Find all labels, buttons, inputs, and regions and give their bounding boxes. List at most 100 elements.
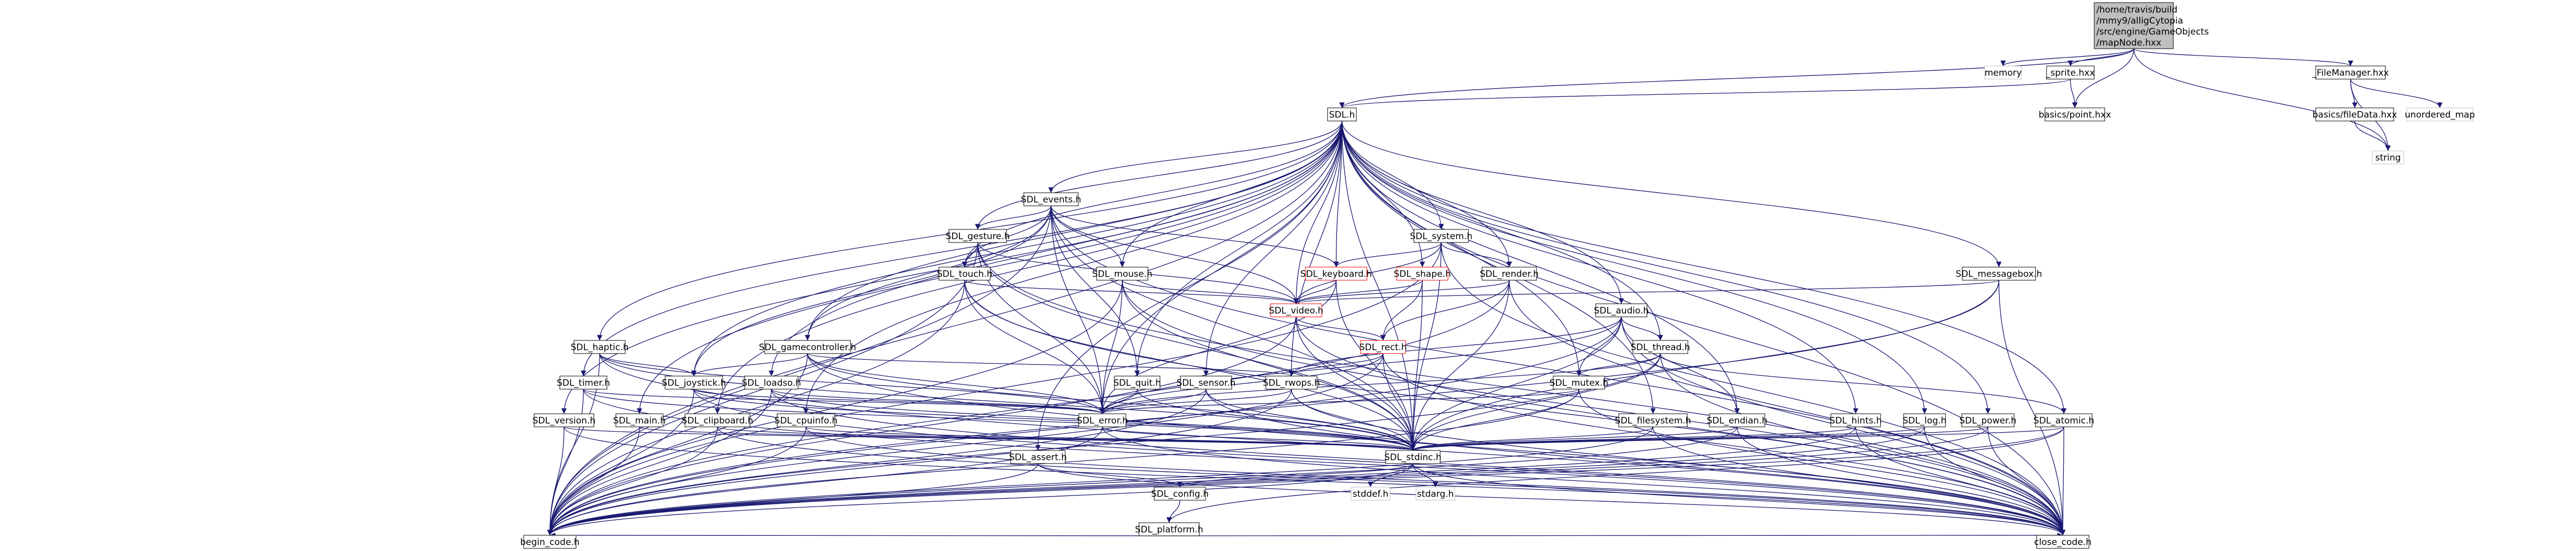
- node-gamecontroller[interactable]: SDL_gamecontroller.h: [759, 340, 856, 354]
- node-atomic[interactable]: SDL_atomic.h: [2033, 413, 2094, 427]
- node-rwops-label: SDL_rwops.h: [1263, 378, 1320, 389]
- node-keyboard[interactable]: SDL_keyboard.h: [1300, 267, 1372, 281]
- edge-assert-to-begin: [547, 463, 1038, 536]
- node-platform[interactable]: SDL_platform.h: [1135, 522, 1203, 536]
- node-system-label: SDL_system.h: [1410, 232, 1473, 242]
- node-cpuinfo[interactable]: SDL_cpuinfo.h: [775, 413, 838, 427]
- edge-endian-to-stdinc: [1410, 426, 1738, 451]
- node-sprite[interactable]: _sprite.hxx: [2046, 65, 2095, 80]
- node-version[interactable]: SDL_version.h: [533, 413, 595, 427]
- node-stddef[interactable]: stddef.h: [1351, 487, 1390, 501]
- node-config[interactable]: SDL_config.h: [1151, 487, 1209, 501]
- edge-filesystem-to-begin: [547, 426, 1654, 536]
- node-basicsfiledata[interactable]: basics/fileData.hxx: [2313, 107, 2397, 122]
- node-quit[interactable]: SDL_quit.h: [1113, 376, 1161, 390]
- edge-gamecontroller-to-joystick: [691, 353, 808, 377]
- edge-rwops-to-error: [1099, 389, 1292, 414]
- node-joystick[interactable]: SDL_joystick.h: [662, 376, 726, 390]
- node-messagebox[interactable]: SDL_messagebox.h: [1955, 267, 2042, 281]
- node-haptic-box: [573, 340, 626, 354]
- node-power[interactable]: SDL_power.h: [1959, 413, 2017, 427]
- node-sensor[interactable]: SDL_sensor.h: [1177, 376, 1236, 390]
- node-basicspoint[interactable]: basics/point.hxx: [2039, 107, 2111, 122]
- node-string[interactable]: string: [2372, 150, 2404, 164]
- node-timer[interactable]: SDL_timer.h: [557, 376, 610, 390]
- edge-thread-to-stdinc: [1410, 353, 1661, 451]
- node-error[interactable]: SDL_error.h: [1077, 413, 1128, 427]
- node-haptic[interactable]: SDL_haptic.h: [571, 340, 629, 354]
- node-touch[interactable]: SDL_touch.h: [937, 267, 992, 281]
- node-events[interactable]: SDL_events.h: [1021, 192, 1081, 206]
- node-error-box: [1078, 413, 1126, 427]
- node-unordered_map[interactable]: unordered_map: [2405, 107, 2475, 122]
- node-render[interactable]: SDL_render.h: [1480, 267, 1539, 281]
- edge-config-to-platform: [1166, 500, 1180, 523]
- edge-audio-to-rwops: [1288, 316, 1622, 377]
- node-sdl[interactable]: SDL.h: [1327, 107, 1357, 122]
- node-atomic-label: SDL_atomic.h: [2033, 416, 2094, 426]
- edge-sdl-to-keyboard: [1333, 120, 1343, 268]
- edge-log-to-close: [1924, 426, 2066, 536]
- node-hints-box: [1830, 413, 1881, 427]
- edge-atomic-to-platform: [1166, 426, 2064, 523]
- node-rect[interactable]: SDL_rect.h: [1359, 340, 1407, 354]
- node-filemanager[interactable]: _FileManager.hxx: [2312, 65, 2389, 80]
- edge-sdl-to-timer: [580, 120, 1343, 377]
- node-main[interactable]: SDL_main.h: [613, 413, 666, 427]
- edge-loadso-to-begin: [547, 389, 772, 536]
- edge-mutex-to-close: [1578, 389, 2066, 536]
- edge-atomic-to-close: [2060, 426, 2066, 536]
- edge-joystick-to-stdinc: [693, 389, 1416, 451]
- node-system[interactable]: SDL_system.h: [1410, 229, 1473, 243]
- node-begin[interactable]: begin_code.h: [520, 535, 580, 549]
- node-stdarg[interactable]: stdarg.h: [1416, 487, 1455, 501]
- node-assert[interactable]: SDL_assert.h: [1009, 450, 1067, 464]
- node-quit-label: SDL_quit.h: [1113, 378, 1161, 389]
- edge-gamecontroller-to-rwops: [807, 353, 1294, 377]
- edge-thread-to-mutex: [1576, 353, 1661, 377]
- node-log[interactable]: SDL_log.h: [1903, 413, 1947, 427]
- node-memory[interactable]: memory: [1984, 65, 2022, 80]
- node-mutex[interactable]: SDL_mutex.h: [1550, 376, 1608, 390]
- node-events-label: SDL_events.h: [1021, 195, 1081, 205]
- node-mutex-box: [1553, 376, 1605, 390]
- node-root[interactable]: /home/travis/build/mmy9/alligCytopia/src…: [2094, 2, 2209, 49]
- node-filemanager-label: _FileManager.hxx: [2312, 68, 2389, 79]
- node-endian[interactable]: SDL_endian.h: [1707, 413, 1767, 427]
- node-video[interactable]: SDL_video.h: [1269, 303, 1323, 317]
- node-gesture-label: SDL_gesture.h: [946, 232, 1010, 242]
- node-begin-label: begin_code.h: [520, 537, 579, 548]
- node-basicspoint-label: basics/point.hxx: [2039, 110, 2111, 120]
- edge-events-to-keyboard: [1051, 205, 1339, 268]
- node-mouse[interactable]: SDL_mouse.h: [1092, 267, 1153, 281]
- edge-log-to-begin: [547, 426, 1925, 536]
- node-rect-label: SDL_rect.h: [1359, 343, 1407, 353]
- edge-haptic-to-stdinc: [599, 353, 1416, 451]
- edge-filesystem-to-stdinc: [1410, 426, 1654, 451]
- edge-sdl-to-render: [1341, 120, 1512, 268]
- edge-rect-to-stdinc: [1383, 353, 1416, 451]
- node-stdinc[interactable]: SDL_stdinc.h: [1384, 450, 1442, 464]
- node-gesture[interactable]: SDL_gesture.h: [946, 229, 1010, 243]
- node-clipboard[interactable]: SDL_clipboard.h: [682, 413, 754, 427]
- node-rwops[interactable]: SDL_rwops.h: [1263, 376, 1320, 390]
- edge-root-to-sprite: [2068, 48, 2135, 67]
- edge-sdl-to-main: [636, 120, 1343, 414]
- edge-messagebox-to-begin: [547, 280, 1999, 536]
- node-audio[interactable]: SDL_audio.h: [1594, 303, 1649, 317]
- node-shape-box: [1396, 267, 1449, 281]
- edge-keyboard-to-video: [1293, 280, 1337, 304]
- edge-filemanager-to-unordered_map: [2350, 79, 2443, 108]
- node-thread[interactable]: SDL_thread.h: [1631, 340, 1690, 354]
- node-joystick-label: SDL_joystick.h: [662, 378, 726, 389]
- node-stdinc-box: [1385, 450, 1441, 464]
- node-shape[interactable]: SDL_shape.h: [1394, 267, 1451, 281]
- node-loadso-box: [744, 376, 799, 390]
- edge-clipboard-to-close: [717, 426, 2065, 536]
- edge-root-to-basicspoint: [2072, 48, 2135, 108]
- node-loadso[interactable]: SDL_loadso.h: [742, 376, 801, 390]
- node-close[interactable]: close_code.h: [2034, 535, 2092, 549]
- node-filesystem[interactable]: SDL_filesystem.h: [1615, 413, 1691, 427]
- edge-sdl-to-cpuinfo: [803, 120, 1343, 414]
- node-hints[interactable]: SDL_hints.h: [1830, 413, 1882, 427]
